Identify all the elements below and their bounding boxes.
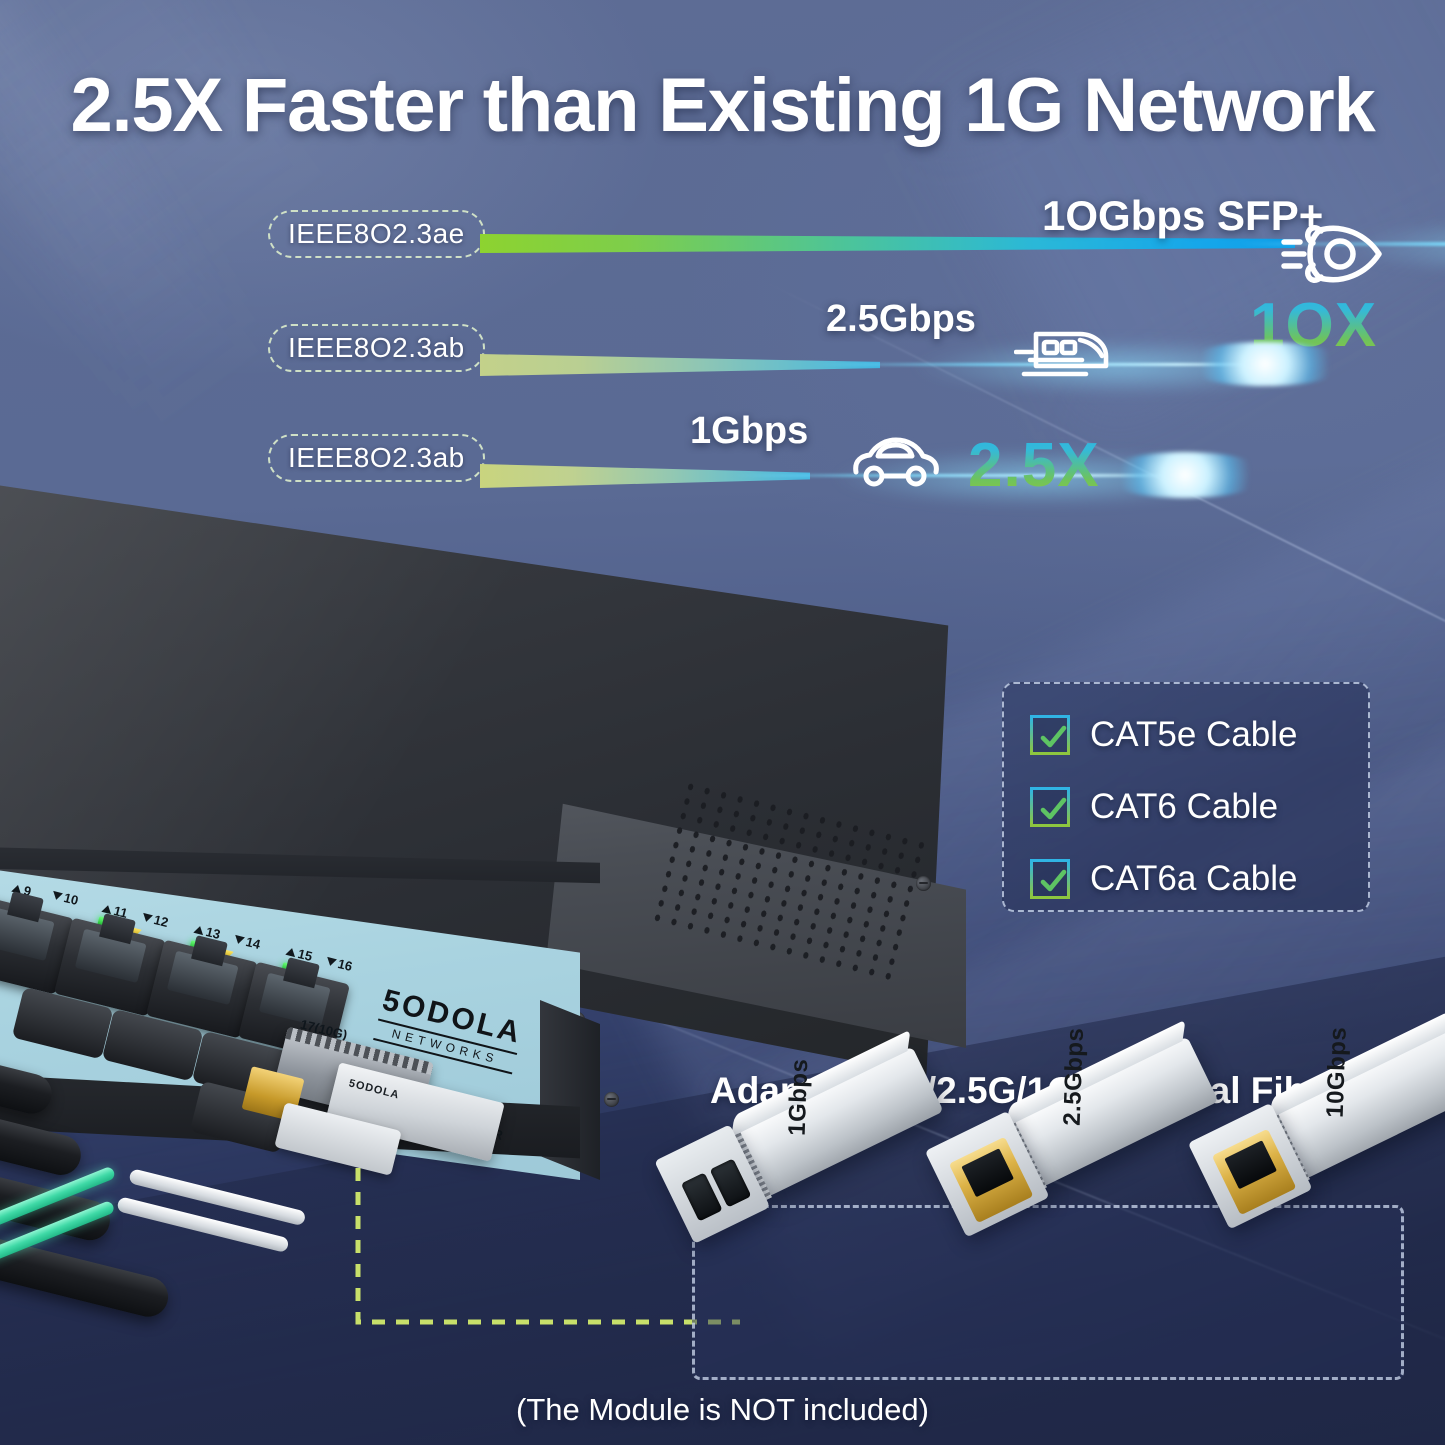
list-item: CAT6 Cable	[1030, 776, 1368, 838]
triangle-up-icon	[285, 946, 298, 957]
beam-flare-core	[1180, 342, 1350, 386]
standard-badge-1g: IEEE8O2.3ab	[268, 434, 485, 482]
multiplier-25x: 2.5X	[968, 431, 1100, 500]
screw-icon	[604, 1092, 619, 1107]
module-speed-label: 10Gbps	[1321, 1026, 1352, 1119]
standard-badge-10g: IEEE8O2.3ae	[268, 210, 485, 258]
beam-flare-core	[1100, 452, 1270, 498]
screw-icon	[916, 876, 931, 891]
port-label: 10	[51, 887, 80, 908]
comparison-row-10g: IEEE8O2.3ae	[0, 196, 1445, 316]
speed-label-25g: 2.5Gbps	[826, 298, 976, 340]
list-item: CAT5e Cable	[1030, 704, 1368, 766]
port-label: 12	[141, 909, 170, 930]
triangle-down-icon	[325, 956, 338, 967]
triangle-down-icon	[141, 912, 154, 923]
car-icon	[848, 432, 942, 495]
module-disclaimer: (The Module is NOT included)	[516, 1392, 929, 1427]
cable-support-box: CAT5e Cable CAT6 Cable CAT6a Cable	[1002, 682, 1370, 912]
beam-flare	[1340, 216, 1445, 278]
train-icon	[1013, 322, 1110, 389]
checkbox-checked-icon[interactable]	[1030, 715, 1070, 755]
cable-label: CAT5e Cable	[1090, 715, 1298, 754]
list-item: CAT6a Cable	[1030, 848, 1368, 910]
port-label: 14	[233, 931, 262, 952]
triangle-down-icon	[233, 934, 246, 945]
module-showcase-box	[692, 1205, 1404, 1380]
triangle-up-icon	[101, 903, 114, 914]
dashed-connector-path	[355, 1168, 740, 1325]
speed-label-10g: 1OGbps SFP+	[1042, 192, 1324, 239]
cable-label: CAT6a Cable	[1090, 859, 1298, 898]
triangle-up-icon	[193, 924, 206, 935]
module-speed-label: 1Gbps	[783, 1058, 814, 1137]
rocket-icon	[1280, 216, 1392, 299]
standard-badge-25g: IEEE8O2.3ab	[268, 324, 485, 372]
checkbox-checked-icon[interactable]	[1030, 787, 1070, 827]
checkbox-checked-icon[interactable]	[1030, 859, 1070, 899]
speed-label-1g: 1Gbps	[690, 410, 809, 452]
triangle-down-icon	[51, 890, 64, 901]
module-speed-label: 2.5Gbps	[1058, 1027, 1090, 1127]
page-title: 2.5X Faster than Existing 1G Network	[70, 63, 1375, 148]
sfp-module-brand: 5ODOLA	[347, 1077, 401, 1102]
cable-label: CAT6 Cable	[1090, 787, 1279, 826]
